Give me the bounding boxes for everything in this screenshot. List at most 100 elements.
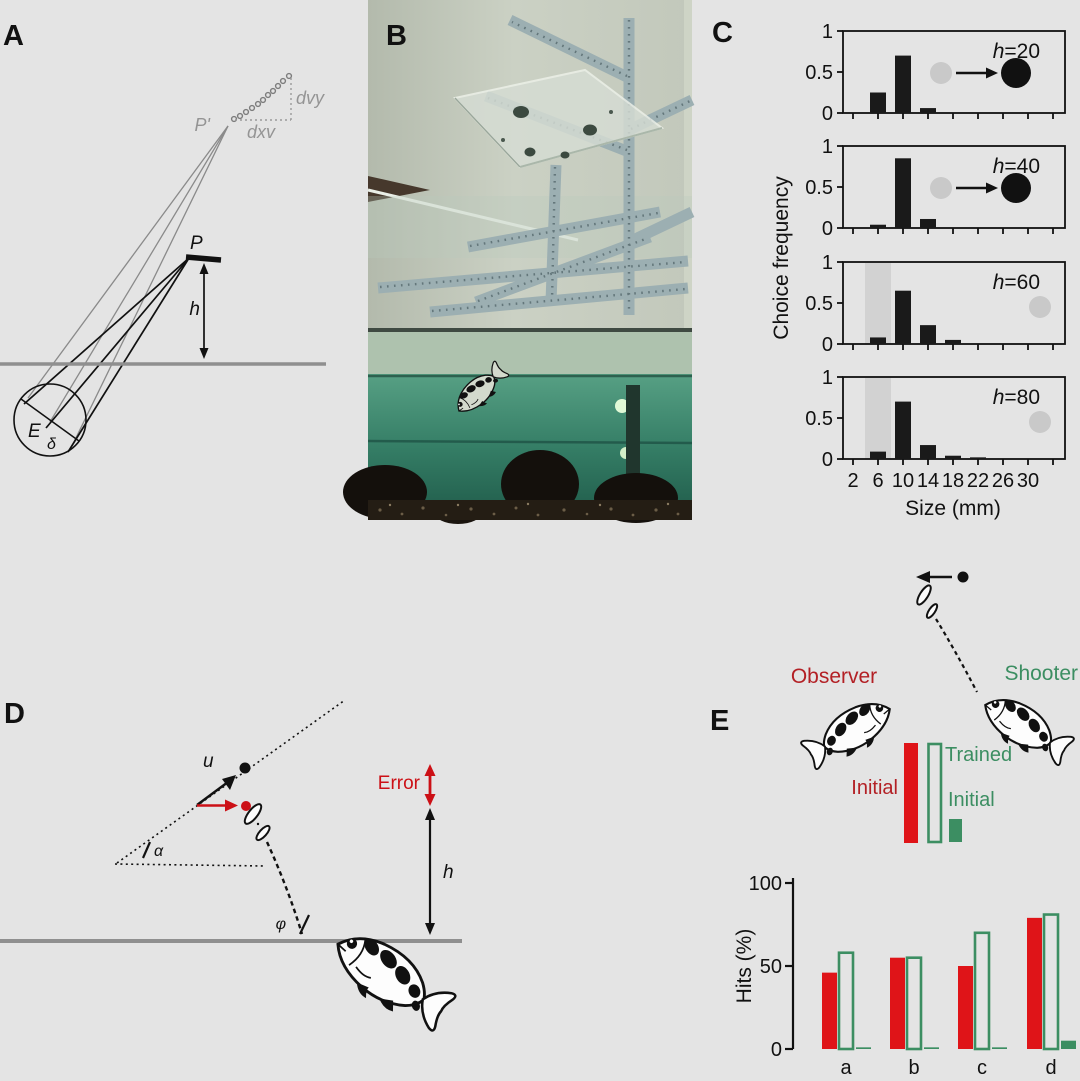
y-tick-label: 0 [822,334,833,356]
x-tick-label: 2 [847,470,858,492]
bar-size-22 [970,457,986,459]
bar-size-14 [920,218,936,228]
panel-b-setup-photo: B [343,0,695,524]
height-arrow-d [425,808,435,935]
legend-bar-observer-initial [904,743,918,843]
y-tick-label: 1 [822,252,833,274]
bar-a-filled-red [822,972,837,1049]
virtual-image-rays [27,125,229,447]
subplot-title: h=60 [993,271,1040,294]
phi-label: φ [276,916,286,933]
observer-label: Observer [791,665,877,688]
arrow-right-icon [986,182,998,194]
bar-size-10 [895,401,911,459]
y-axis-label: Hits (%) [733,929,756,1004]
y-tick-label: 1 [822,136,833,158]
subplot-title: h=20 [993,40,1040,63]
alpha-label: α [154,843,164,860]
y-tick-label: 0 [771,1039,782,1061]
eye-aperture-chord [20,398,80,442]
panel-e-letter: E [710,705,729,737]
x-tick-label: 10 [892,470,914,492]
bar-b-outline-green [905,956,923,1051]
wall-highlight [684,0,692,332]
alpha-angle-mark [141,841,152,859]
jet-splash-ellipses-e [916,584,939,619]
bar-size-10 [895,55,911,113]
legend-bar-shooter-trained [927,742,943,844]
small-gray-dot-icon [930,62,952,84]
y-tick-label: 0 [822,449,833,471]
real-target-rays [23,257,190,453]
bar-a-filled-green [856,1047,871,1049]
shooter-label: Shooter [1004,662,1078,685]
h-label-d: h [443,862,454,883]
x-tick-label: 22 [967,470,989,492]
bar-size-18 [945,339,961,344]
panel-d-shot-geometry: D α u φ Erro [0,698,462,1041]
y-tick-label: 0.5 [805,408,833,430]
bar-size-18 [945,455,961,459]
panel-d-letter: D [4,698,25,730]
gravel-bed [368,500,692,520]
y-tick-label: 1 [822,367,833,389]
bar-size-10 [895,290,911,344]
y-tick-label: 0.5 [805,293,833,315]
group-label: a [840,1057,852,1079]
bar-size-14 [920,108,936,113]
y-tick-label: 0.5 [805,62,833,84]
shaded-size-band [865,263,891,344]
bar-d-filled-green [1061,1040,1076,1049]
histogram-h=40: 00.51h=40 [805,136,1066,240]
bar-size-6 [870,451,886,459]
bar-size-14 [920,445,936,459]
bar-d-filled-red [1027,917,1042,1049]
dxv-label: dxv [247,122,276,142]
large-black-dot-icon [1001,173,1031,203]
target-bar [185,254,222,263]
large-black-dot-icon [1001,58,1031,88]
histogram-h=20: 00.51h=20 [805,21,1066,125]
delta-label: δ [47,436,57,453]
bar-size-6 [870,92,886,113]
water-jet-dashed [265,841,304,935]
p-prime-motion-trail [230,72,293,123]
prey-trajectory-dotted [116,699,346,864]
shaded-size-band [865,378,891,459]
y-tick-label: 0 [822,103,833,125]
panel-c-letter: C [712,17,733,49]
error-arrow [424,764,436,806]
histogram-h=80: 0 0.5 1 h=80 [805,367,1066,471]
panel-e-social-learning: E Observer Shooter Initial Trained Initi… [710,571,1078,844]
arrow-right-icon [986,67,998,79]
group-label: d [1045,1057,1056,1079]
x-tick-label: 18 [942,470,964,492]
legend-initial-observer-label: Initial [851,777,898,799]
bar-c-filled-green [992,1047,1007,1049]
x-tick-label: 26 [992,470,1014,492]
h-label: h [189,299,200,320]
bar-size-6 [870,337,886,344]
legend-bar-shooter-initial [949,819,962,842]
error-label: Error [378,773,421,794]
prey-dot [239,762,251,774]
water-jet-dashed-e [935,618,978,693]
tank-rim-line [368,328,692,332]
gravel-speckles [378,502,680,517]
panel-b-letter: B [386,20,407,52]
bar-c-filled-red [958,966,973,1049]
phi-angle-mark [299,914,310,935]
y-tick-label: 100 [749,873,782,895]
subplot-title: h=40 [993,155,1040,178]
histogram-h=60: 0 0.5 1 h=60 [805,252,1066,356]
p-prime-label: P' [195,115,211,135]
subplot-title: h=80 [993,386,1040,409]
u-label: u [203,751,214,772]
bar-size-14 [920,325,936,344]
panel-a-letter: A [3,20,24,52]
y-axis-label: Choice frequency [770,176,793,340]
group-label: b [908,1057,919,1079]
eye-label: E [28,421,41,442]
